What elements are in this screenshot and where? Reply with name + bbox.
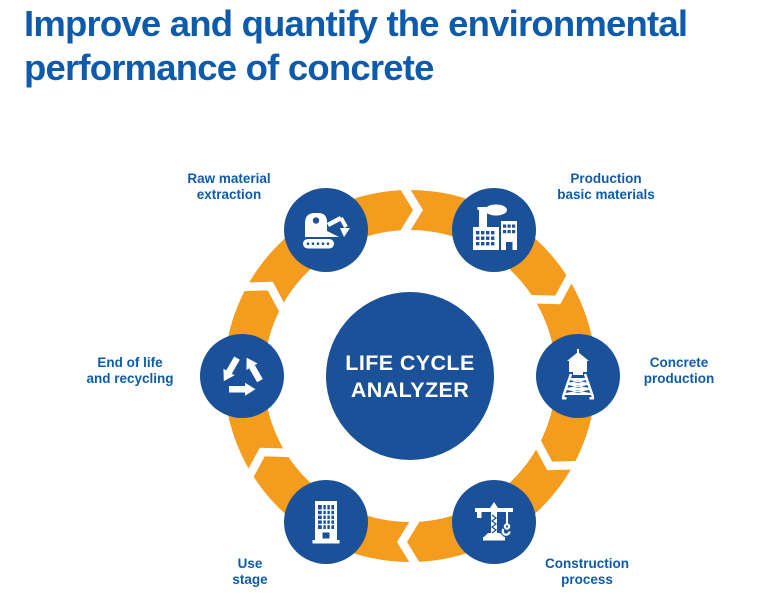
- factory-icon: [473, 204, 517, 250]
- stage-node-construction-process: [452, 480, 536, 564]
- label-end-of-life-recycling: End of life and recycling: [86, 355, 174, 386]
- page-title: Improve and quantify the environmental p…: [24, 3, 688, 88]
- stage-node-end-of-life-recycling: [200, 334, 284, 418]
- label-construction-process: Construction process: [545, 556, 629, 587]
- stage-node-use-stage: [284, 480, 368, 564]
- center-circle-label: LIFE CYCLE ANALYZER: [345, 351, 475, 402]
- excavator-icon: [303, 213, 350, 249]
- label-production-basic-materials: Production basic materials: [557, 171, 655, 202]
- arrow-chevrons: [237, 184, 583, 568]
- stage-node-raw-material-extraction: [284, 188, 368, 272]
- label-concrete-production: Concrete production: [643, 355, 715, 386]
- label-raw-material-extraction: Raw material extraction: [187, 171, 271, 202]
- crane-icon: [475, 502, 513, 541]
- building-icon: [312, 501, 340, 544]
- recycling-icon: [223, 356, 263, 396]
- label-use-stage: Use stage: [232, 556, 268, 587]
- water-tower-icon: [561, 349, 595, 400]
- stage-node-concrete-production: [536, 334, 620, 418]
- stage-node-production-basic-materials: [452, 188, 536, 272]
- center-circle: [326, 292, 494, 460]
